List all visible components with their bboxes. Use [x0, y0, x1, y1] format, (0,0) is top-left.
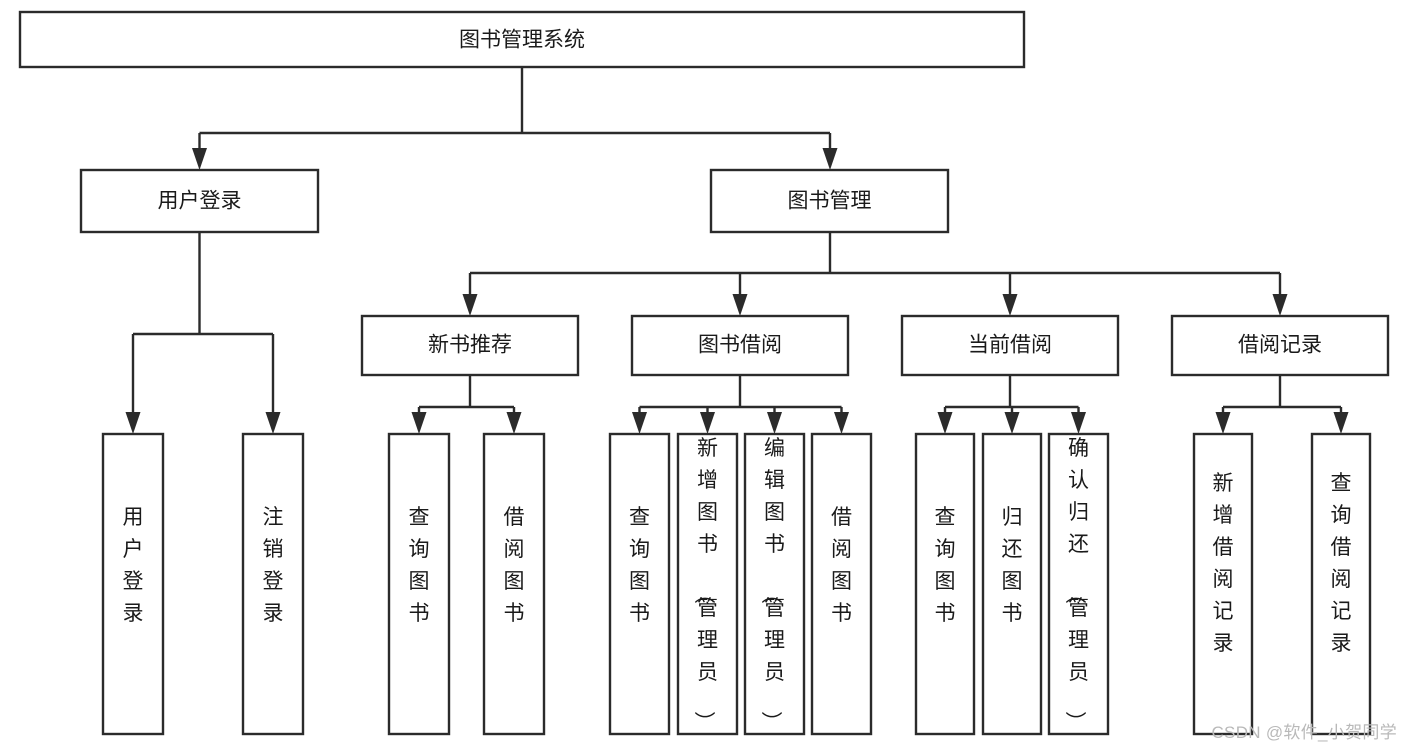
- node-leaf-query-book-3-box[interactable]: [914, 432, 976, 736]
- node-leaf-query-book-2-label: 查询图书: [629, 506, 650, 625]
- node-leaf-edit-book-box[interactable]: [743, 432, 806, 736]
- node-leaf-logout-box[interactable]: [241, 432, 305, 736]
- node-book-borrow-box[interactable]: [630, 314, 850, 377]
- node-borrow-record[interactable]: 借阅记录: [1170, 314, 1390, 377]
- node-user-login-box[interactable]: [79, 168, 320, 234]
- node-book-borrow[interactable]: 图书借阅: [630, 314, 850, 377]
- node-book-manage-label: 图书管理: [788, 190, 872, 213]
- node-leaf-user-login[interactable]: 用户登录: [101, 432, 165, 736]
- arrowhead-new-book-rec: [462, 294, 478, 316]
- node-leaf-return-book-box[interactable]: [981, 432, 1043, 736]
- node-leaf-borrow-book-1-label: 借阅图书: [504, 506, 525, 625]
- node-leaf-query-record-box[interactable]: [1310, 432, 1372, 736]
- arrowhead-book-borrow: [732, 294, 748, 316]
- node-leaf-add-record-label: 新增借阅记录: [1213, 472, 1234, 655]
- node-new-book-rec[interactable]: 新书推荐: [360, 314, 580, 377]
- node-leaf-return-book-label: 归还图书: [1002, 506, 1023, 625]
- node-leaf-logout-label: 注销登录: [263, 506, 284, 625]
- node-leaf-confirm-return-box[interactable]: [1047, 432, 1110, 736]
- csdn-watermark: CSDN @软件_小贺同学: [1211, 723, 1397, 742]
- connector-group-current-borrow: [937, 375, 1086, 434]
- node-leaf-logout[interactable]: 注销登录: [241, 432, 305, 736]
- node-root-label: 图书管理系统: [459, 29, 585, 52]
- node-leaf-confirm-return[interactable]: 确认归还（管理员）: [1047, 432, 1110, 736]
- node-leaf-query-book-1-label: 查询图书: [409, 506, 430, 625]
- node-leaf-add-book-box[interactable]: [676, 432, 739, 736]
- node-leaf-add-book[interactable]: 新增图书（管理员）: [676, 432, 739, 736]
- node-user-login-label: 用户登录: [158, 190, 242, 213]
- node-root[interactable]: 图书管理系统: [18, 10, 1026, 69]
- arrowhead-leaf-confirm-return: [1071, 412, 1086, 434]
- node-leaf-borrow-book-2[interactable]: 借阅图书: [810, 432, 873, 736]
- node-leaf-query-book-2[interactable]: 查询图书: [608, 432, 671, 736]
- node-leaf-query-record[interactable]: 查询借阅记录: [1310, 432, 1372, 736]
- arrowhead-leaf-add-book: [700, 412, 715, 434]
- node-leaf-query-record-label: 查询借阅记录: [1331, 472, 1352, 655]
- node-leaf-borrow-book-1-box[interactable]: [482, 432, 546, 736]
- node-leaf-query-book-3[interactable]: 查询图书: [914, 432, 976, 736]
- arrowhead-leaf-query-book-1: [411, 412, 427, 434]
- node-leaf-add-book-label: 新增图书（管理员）: [692, 437, 718, 732]
- node-book-manage-box[interactable]: [709, 168, 950, 234]
- arrowhead-leaf-edit-book: [767, 412, 782, 434]
- node-leaf-add-record[interactable]: 新增借阅记录: [1192, 432, 1254, 736]
- node-leaf-borrow-book-2-label: 借阅图书: [831, 506, 852, 625]
- node-leaf-query-book-3-label: 查询图书: [935, 506, 956, 625]
- arrowhead-leaf-user-login: [125, 412, 141, 434]
- node-borrow-record-box[interactable]: [1170, 314, 1390, 377]
- node-leaf-query-book-2-box[interactable]: [608, 432, 671, 736]
- node-current-borrow-box[interactable]: [900, 314, 1120, 377]
- arrowhead-leaf-query-record: [1333, 412, 1349, 434]
- node-leaf-query-book-1[interactable]: 查询图书: [387, 432, 451, 736]
- arrowhead-leaf-query-book-2: [632, 412, 647, 434]
- connector-group-book-manage: [462, 232, 1288, 316]
- connector-group-book-borrow: [632, 375, 849, 434]
- node-root-box[interactable]: [18, 10, 1026, 69]
- node-leaf-edit-book[interactable]: 编辑图书（管理员）: [743, 432, 806, 736]
- node-borrow-record-label: 借阅记录: [1238, 334, 1322, 357]
- connector-group-user-login: [125, 232, 281, 434]
- node-leaf-user-login-box[interactable]: [101, 432, 165, 736]
- node-leaf-query-book-1-box[interactable]: [387, 432, 451, 736]
- node-user-login[interactable]: 用户登录: [79, 168, 320, 234]
- node-leaf-borrow-book-1[interactable]: 借阅图书: [482, 432, 546, 736]
- connector-group-new-book-rec: [411, 375, 522, 434]
- arrowhead-leaf-add-record: [1215, 412, 1231, 434]
- arrowhead-user-login: [192, 148, 207, 170]
- connector-group-root: [192, 67, 838, 170]
- node-leaf-edit-book-label: 编辑图书（管理员）: [759, 437, 785, 732]
- node-current-borrow-label: 当前借阅: [968, 334, 1052, 357]
- node-leaf-user-login-label: 用户登录: [123, 506, 144, 625]
- arrowhead-leaf-logout: [265, 412, 281, 434]
- arrowhead-leaf-borrow-book-1: [506, 412, 522, 434]
- arrowhead-leaf-borrow-book-2: [834, 412, 849, 434]
- node-leaf-confirm-return-label: 确认归还（管理员）: [1063, 437, 1089, 732]
- arrowhead-current-borrow: [1002, 294, 1018, 316]
- node-leaf-return-book[interactable]: 归还图书: [981, 432, 1043, 736]
- node-new-book-rec-box[interactable]: [360, 314, 580, 377]
- node-leaf-add-record-box[interactable]: [1192, 432, 1254, 736]
- node-book-borrow-label: 图书借阅: [698, 334, 782, 357]
- node-book-manage[interactable]: 图书管理: [709, 168, 950, 234]
- arrowhead-book-manage: [822, 148, 838, 170]
- node-new-book-rec-label: 新书推荐: [428, 334, 512, 357]
- connector-group-borrow-record: [1215, 375, 1349, 434]
- node-current-borrow[interactable]: 当前借阅: [900, 314, 1120, 377]
- node-leaf-borrow-book-2-box[interactable]: [810, 432, 873, 736]
- arrowhead-leaf-return-book: [1004, 412, 1020, 434]
- arrowhead-borrow-record: [1272, 294, 1288, 316]
- arrowhead-leaf-query-book-3: [937, 412, 953, 434]
